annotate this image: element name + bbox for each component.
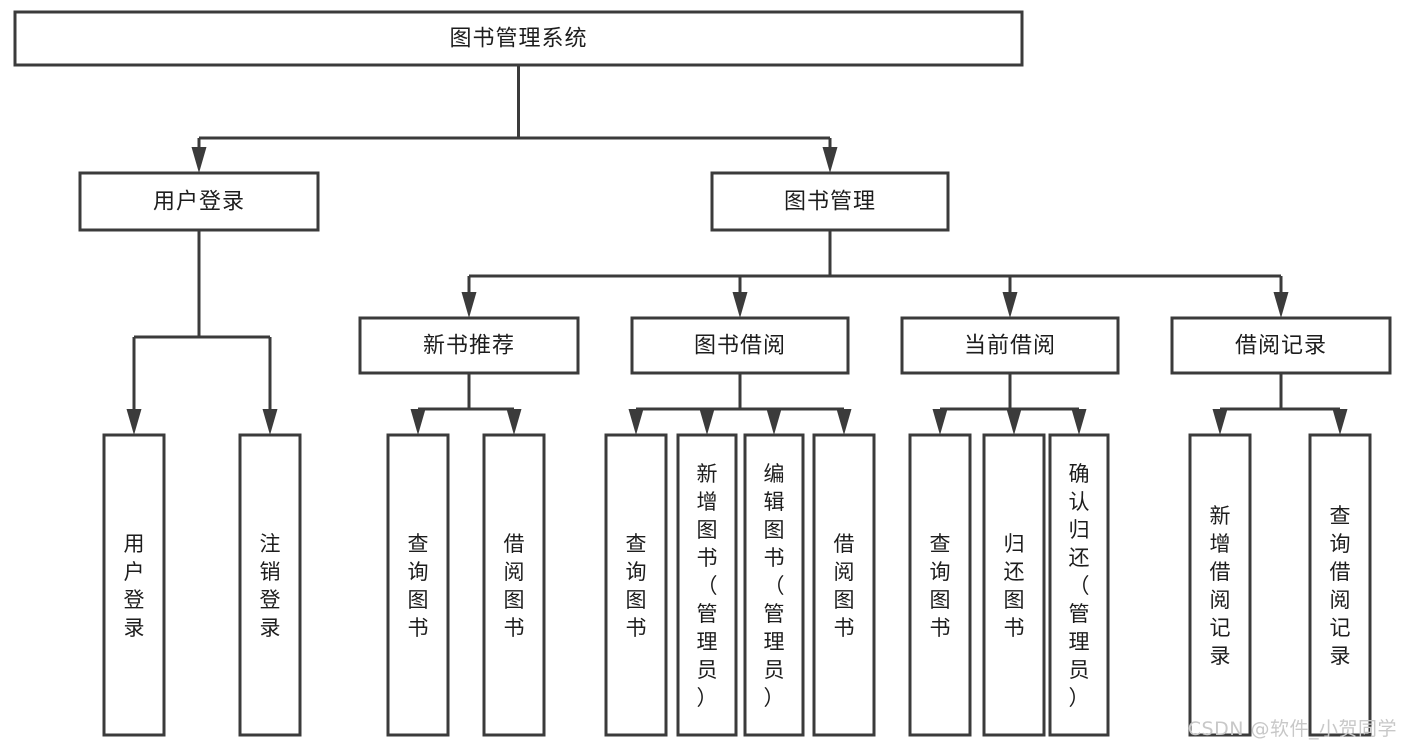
- connector-group-current-borrow: [932, 373, 1087, 435]
- node-label-leaf-query-record: 查询借阅记录: [1330, 504, 1351, 668]
- node-label-leaf-confirm-return: 确认归还（管理员）: [1069, 462, 1090, 710]
- node-box-leaf-user-logout: [238, 433, 302, 737]
- node-leaf-borrow-book-1[interactable]: 借阅图书: [482, 433, 546, 737]
- node-new-book-recommend[interactable]: 新书推荐: [358, 316, 580, 375]
- node-current-borrow[interactable]: 当前借阅: [900, 316, 1120, 375]
- arrow-head-new-book-recommend: [461, 292, 477, 318]
- node-label-leaf-user-login: 用户登录: [124, 532, 145, 640]
- arrow-head-leaf-return-book: [1006, 409, 1022, 435]
- node-label-book-borrow: 图书借阅: [694, 334, 786, 359]
- node-label-leaf-user-logout: 注销登录: [260, 532, 281, 640]
- node-leaf-query-book-3[interactable]: 查询图书: [908, 433, 972, 737]
- node-layer: 图书管理系统用户登录图书管理新书推荐图书借阅当前借阅借阅记录用户登录注销登录查询…: [13, 10, 1392, 737]
- arrow-head-book-borrow: [732, 292, 748, 318]
- node-user-login[interactable]: 用户登录: [78, 171, 320, 232]
- node-box-leaf-query-book-3: [908, 433, 972, 737]
- arrow-head-leaf-query-book-1: [410, 409, 426, 435]
- node-box-new-book-recommend: [358, 316, 580, 375]
- node-borrow-record[interactable]: 借阅记录: [1170, 316, 1392, 375]
- node-box-current-borrow: [900, 316, 1120, 375]
- node-box-leaf-query-book-1: [386, 433, 450, 737]
- node-leaf-borrow-book-2[interactable]: 借阅图书: [812, 433, 876, 737]
- arrow-head-leaf-confirm-return: [1071, 409, 1087, 435]
- node-label-leaf-return-book: 归还图书: [1004, 532, 1025, 640]
- node-box-leaf-borrow-book-2: [812, 433, 876, 737]
- node-leaf-return-book[interactable]: 归还图书: [982, 433, 1046, 737]
- arrow-head-leaf-query-book-3: [932, 409, 948, 435]
- node-label-leaf-query-book-3: 查询图书: [930, 532, 951, 640]
- node-leaf-add-record[interactable]: 新增借阅记录: [1188, 433, 1252, 737]
- connector-group-book-borrow: [628, 373, 852, 435]
- node-leaf-query-record[interactable]: 查询借阅记录: [1308, 433, 1372, 737]
- node-label-leaf-add-book: 新增图书（管理员）: [697, 462, 718, 710]
- node-box-leaf-confirm-return: [1048, 433, 1110, 737]
- node-label-new-book-recommend: 新书推荐: [423, 334, 515, 359]
- arrow-head-borrow-record: [1273, 292, 1289, 318]
- node-box-leaf-borrow-book-1: [482, 433, 546, 737]
- node-book-manage[interactable]: 图书管理: [710, 171, 950, 232]
- connector-group-new-book-recommend: [410, 373, 522, 435]
- node-label-book-manage: 图书管理: [784, 190, 876, 215]
- node-box-leaf-user-login: [102, 433, 166, 737]
- node-label-user-login: 用户登录: [153, 190, 245, 215]
- node-label-leaf-add-record: 新增借阅记录: [1210, 504, 1231, 668]
- node-leaf-confirm-return[interactable]: 确认归还（管理员）: [1048, 433, 1110, 737]
- node-leaf-user-logout[interactable]: 注销登录: [238, 433, 302, 737]
- arrow-head-leaf-user-login: [126, 409, 142, 435]
- arrow-head-leaf-query-record: [1332, 409, 1348, 435]
- node-label-borrow-record: 借阅记录: [1235, 334, 1327, 359]
- node-box-book-borrow: [630, 316, 850, 375]
- node-box-leaf-add-record: [1188, 433, 1252, 737]
- node-box-leaf-add-book: [676, 433, 738, 737]
- node-label-leaf-query-book-1: 查询图书: [408, 532, 429, 640]
- node-box-leaf-return-book: [982, 433, 1046, 737]
- arrow-head-book-manage: [822, 147, 838, 173]
- node-leaf-user-login[interactable]: 用户登录: [102, 433, 166, 737]
- node-leaf-query-book-1[interactable]: 查询图书: [386, 433, 450, 737]
- arrow-head-current-borrow: [1002, 292, 1018, 318]
- node-book-borrow[interactable]: 图书借阅: [630, 316, 850, 375]
- node-leaf-query-book-2[interactable]: 查询图书: [604, 433, 668, 737]
- node-leaf-add-book[interactable]: 新增图书（管理员）: [676, 433, 738, 737]
- node-box-leaf-edit-book: [743, 433, 805, 737]
- arrow-head-leaf-borrow-book-2: [836, 409, 852, 435]
- arrow-head-leaf-add-book: [699, 409, 715, 435]
- node-label-current-borrow: 当前借阅: [964, 334, 1056, 359]
- node-box-leaf-query-record: [1308, 433, 1372, 737]
- node-label-leaf-borrow-book-2: 借阅图书: [834, 532, 855, 640]
- node-label-leaf-query-book-2: 查询图书: [626, 532, 647, 640]
- connector-group-root: [191, 65, 838, 173]
- arrow-head-leaf-edit-book: [766, 409, 782, 435]
- arrow-head-leaf-add-record: [1212, 409, 1228, 435]
- connector-group-borrow-record: [1212, 373, 1348, 435]
- arrow-head-user-login: [191, 147, 207, 173]
- connector-group-book-manage: [461, 230, 1289, 318]
- node-box-root: [13, 10, 1024, 67]
- arrow-head-leaf-user-logout: [262, 409, 278, 435]
- node-leaf-edit-book[interactable]: 编辑图书（管理员）: [743, 433, 805, 737]
- node-box-book-manage: [710, 171, 950, 232]
- node-label-leaf-borrow-book-1: 借阅图书: [504, 532, 525, 640]
- connector-layer: [126, 65, 1348, 435]
- arrow-head-leaf-borrow-book-1: [506, 409, 522, 435]
- node-root[interactable]: 图书管理系统: [13, 10, 1024, 67]
- node-label-leaf-edit-book: 编辑图书（管理员）: [764, 462, 785, 710]
- arrow-head-leaf-query-book-2: [628, 409, 644, 435]
- node-label-root: 图书管理系统: [449, 27, 587, 52]
- node-box-leaf-query-book-2: [604, 433, 668, 737]
- node-box-user-login: [78, 171, 320, 232]
- node-box-borrow-record: [1170, 316, 1392, 375]
- connector-group-user-login: [126, 230, 278, 435]
